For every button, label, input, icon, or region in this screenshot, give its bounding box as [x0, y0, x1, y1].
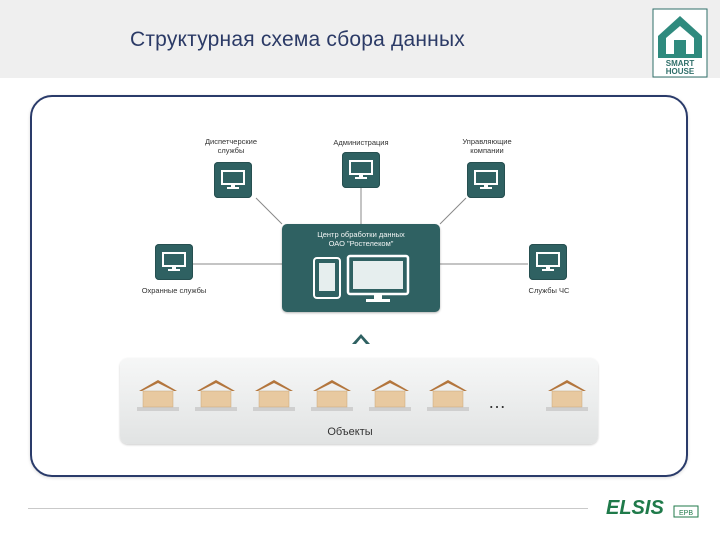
monitor-icon — [221, 170, 245, 189]
footer-divider — [28, 508, 588, 509]
monitor-icon — [536, 252, 560, 271]
node-emergency-label: Службы ЧС — [528, 286, 570, 295]
objects-panel — [120, 358, 598, 444]
house-icon — [195, 380, 237, 411]
logo-line1: SMART — [666, 59, 695, 68]
house-icon — [253, 380, 295, 411]
objects-label: Объекты — [327, 426, 373, 438]
footer-suffix: EPB — [679, 510, 693, 517]
house-icon — [546, 380, 588, 411]
node-admin-tile — [342, 152, 380, 188]
footer-brand: ELSIS — [606, 497, 664, 519]
node-emergency-tile — [529, 244, 567, 280]
node-dispatch-tile — [214, 162, 252, 198]
smart-house-logo: SMART HOUSE — [652, 8, 708, 78]
node-management-label: Управляющие компании — [462, 137, 512, 155]
elsis-logo: ELSIS EPB — [606, 497, 699, 519]
node-dispatch-label: Диспетчерские службы — [204, 137, 258, 155]
house-icon — [311, 380, 353, 411]
slide-title: Структурная схема сбора данных — [130, 28, 465, 51]
node-admin-label: Администрация — [333, 138, 389, 147]
data-center-box: Центр обработки данных ОАО "Ростелеком" — [282, 224, 440, 312]
chevron-up-icon — [352, 334, 370, 344]
house-icon — [427, 380, 469, 411]
header-band — [0, 0, 720, 78]
node-security-tile — [155, 244, 193, 280]
data-center-label: Центр обработки данных ОАО "Ростелеком" — [317, 230, 405, 248]
monitor-icon — [162, 252, 186, 271]
monitor-icon — [474, 170, 498, 189]
objects-ellipsis: … — [488, 392, 510, 412]
house-icon — [137, 380, 179, 411]
logo-line2: HOUSE — [666, 67, 695, 76]
monitor-icon — [349, 160, 373, 179]
house-icon — [369, 380, 411, 411]
node-security-label: Охранные службы — [141, 286, 207, 295]
node-management-tile — [467, 162, 505, 198]
devices-icon — [313, 254, 410, 302]
